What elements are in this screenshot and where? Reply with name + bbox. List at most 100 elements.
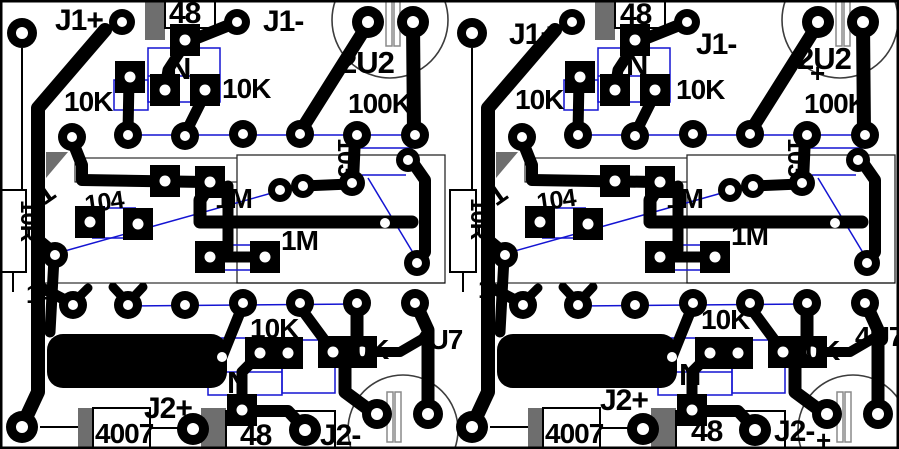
resistor-outline (92, 407, 151, 449)
label-pin14: 14 (26, 279, 54, 309)
pad-hole (16, 421, 28, 433)
label-res10k-b: 10K (222, 73, 271, 104)
copper-trace (66, 134, 211, 188)
pad-hole (857, 16, 869, 28)
label-j1-plus: J1+ (55, 4, 103, 37)
label-cap4u7: 4U7 (414, 324, 463, 355)
pad-hole (84, 216, 96, 228)
label-res1m-b: 1M (281, 225, 318, 256)
pad-hole (68, 300, 78, 310)
label-res10k-c: 10K (250, 313, 299, 344)
pad-hole (159, 84, 171, 96)
pad-hole (422, 408, 434, 420)
pad-hole (629, 34, 641, 46)
pad-hole (407, 16, 419, 28)
pad-hole (517, 132, 527, 142)
pad-hole (410, 130, 420, 140)
drill-hole (667, 352, 677, 362)
pad-hole (159, 175, 171, 187)
pad-hole (123, 130, 133, 140)
pad-hole (812, 16, 824, 28)
silkscreen-triangle (496, 152, 518, 178)
pad-hole (704, 347, 716, 359)
pad-hole (352, 130, 362, 140)
pad-hole (371, 408, 383, 420)
label-res1m-b: 1M (731, 220, 768, 251)
pad-hole (352, 298, 362, 308)
pad-hole (347, 178, 357, 188)
pad-hole (806, 346, 818, 358)
pad-hole (124, 71, 136, 83)
drill-hole (217, 352, 227, 362)
pad-hole (403, 155, 413, 165)
label-res10k-d: 10K (791, 335, 840, 366)
pad-hole (259, 251, 271, 263)
label-cap104: 104 (535, 184, 578, 217)
label-npn-top: N (169, 51, 190, 86)
pad-hole (466, 421, 478, 433)
copper-trace (406, 15, 421, 140)
pad-hole (254, 347, 266, 359)
pad-hole (275, 185, 285, 195)
pad-hole (362, 16, 374, 28)
pad-hole (802, 298, 812, 308)
label-res10k-d: 10K (340, 334, 389, 365)
capacitor-polarity-bar (835, 0, 843, 47)
pad-hole (853, 155, 863, 165)
label-j1-plus: J1+ (509, 18, 557, 51)
pad-hole (180, 300, 190, 310)
pad-hole (732, 347, 744, 359)
pad-hole (688, 129, 698, 139)
component-band (528, 408, 543, 449)
drill-hole (830, 218, 840, 228)
pad-hole (412, 258, 422, 268)
pad-hole (500, 250, 510, 260)
pad-hole (180, 131, 190, 141)
pad-hole (860, 298, 870, 308)
pad-hole (232, 17, 242, 27)
component-band (78, 408, 93, 449)
ratsnest-line (503, 190, 730, 255)
copper-trace (293, 17, 375, 139)
label-res48-top: 48 (620, 0, 652, 31)
pad-hole (327, 346, 339, 358)
pad-hole (609, 84, 621, 96)
pad-hole (299, 424, 311, 436)
pad-hole (282, 347, 294, 359)
pad-hole (67, 132, 77, 142)
label-npn-bot: N (227, 365, 248, 400)
label-d4007: 4007 (545, 418, 604, 449)
pad-hole (179, 34, 191, 46)
pad-hole (574, 71, 586, 83)
label-cap4u7: 4U7 (855, 321, 899, 352)
pad-hole (872, 408, 884, 420)
copper-trace (516, 134, 661, 188)
label-res10r: 10R (15, 200, 42, 242)
label-res100k: 100K (348, 88, 412, 119)
pad-hole (199, 84, 211, 96)
copper-trace (856, 15, 871, 140)
label-j2-plus: J2+ (144, 392, 192, 425)
pad-hole (567, 17, 577, 27)
label-plus-2u2: + (810, 58, 825, 88)
capacitor-polarity-bar (844, 391, 852, 443)
pad-hole (16, 27, 28, 39)
pad-hole (745, 129, 755, 139)
capacitor-outline (331, 0, 449, 79)
label-res10k-b: 10K (676, 74, 725, 105)
pad-hole (630, 131, 640, 141)
copper-pour (497, 334, 677, 388)
pad-hole (204, 251, 216, 263)
resistor-outline (449, 189, 477, 273)
copper-trace (743, 17, 825, 139)
label-res48-bot: 48 (691, 415, 723, 448)
pad-hole (654, 176, 666, 188)
copper-trace (467, 23, 562, 429)
label-cap2u2: 2U2 (340, 45, 394, 80)
label-j2-minus: J2- (320, 419, 360, 449)
capacitor-polarity-bar (394, 391, 402, 443)
